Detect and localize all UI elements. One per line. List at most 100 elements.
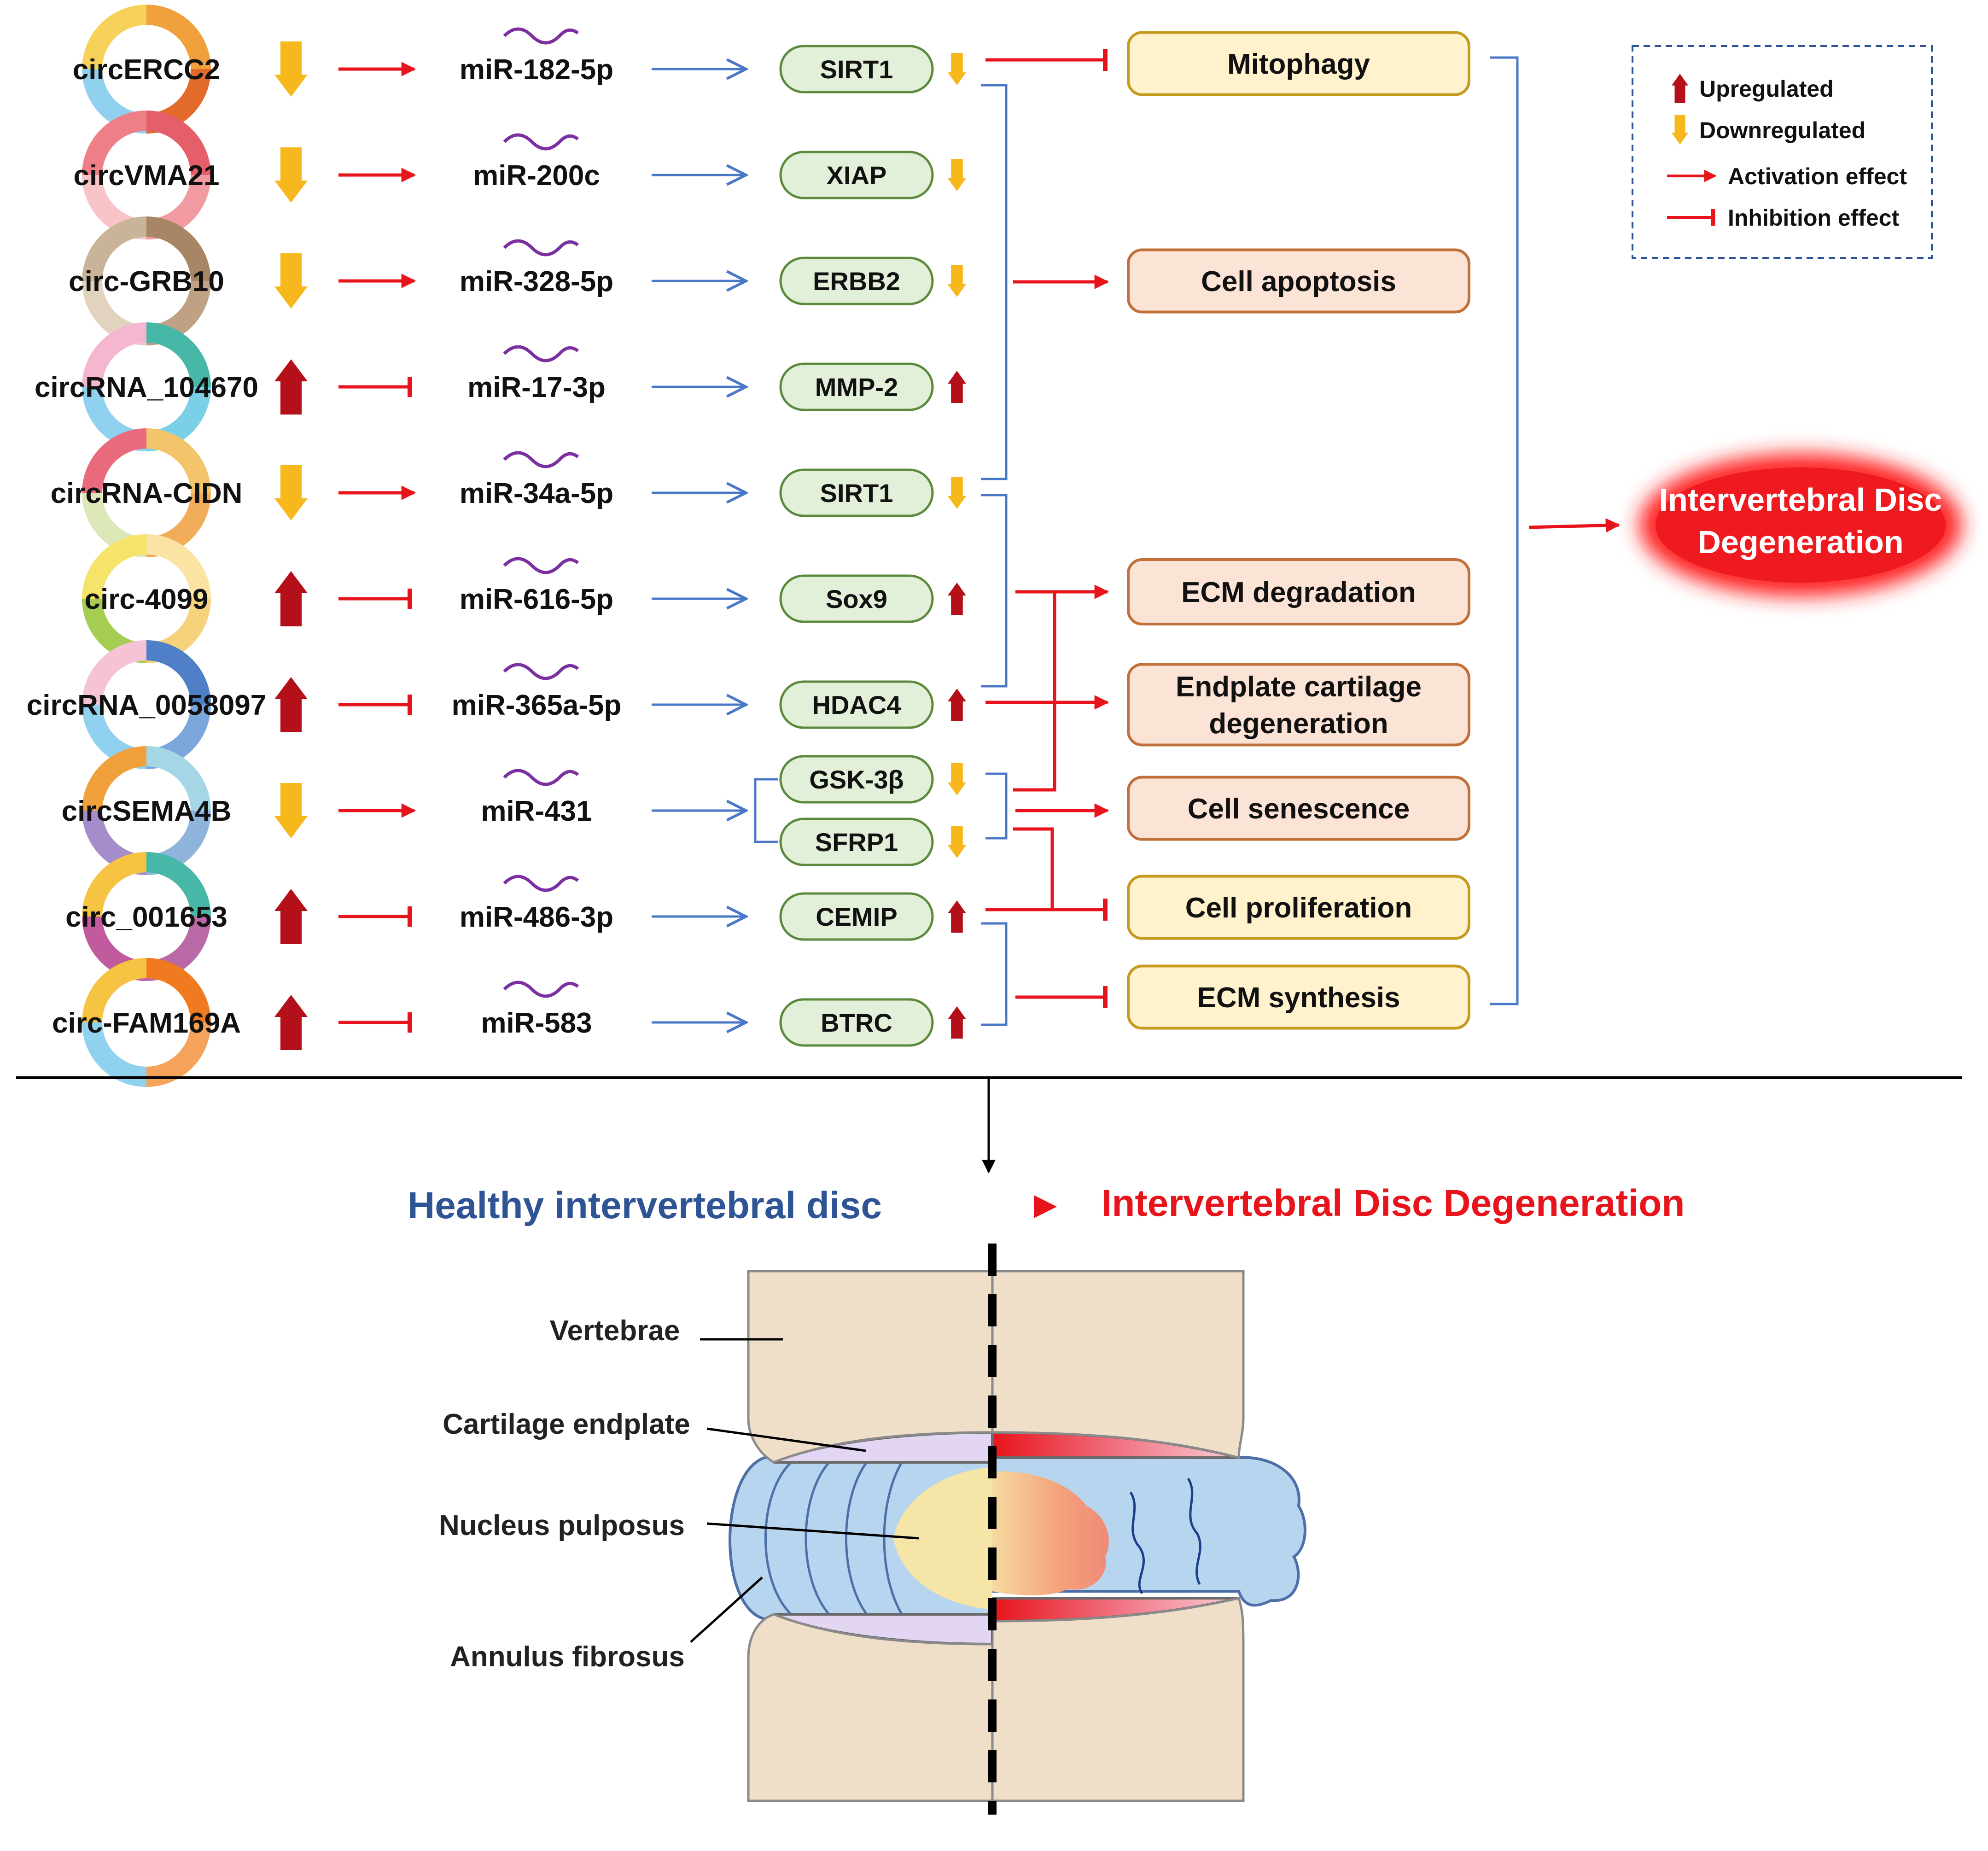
outcome-box bbox=[1127, 248, 1470, 314]
leader-annulus-fibrosus bbox=[690, 1577, 763, 1643]
outcome-box bbox=[1127, 776, 1470, 841]
target-gene-box bbox=[779, 680, 934, 729]
final-outcome-badge bbox=[1656, 467, 1946, 583]
outcome-label: Cell proliferation bbox=[1185, 892, 1412, 924]
final-outcome-label: Intervertebral Disc bbox=[1659, 482, 1942, 518]
label-nucleus-pulposus: Nucleus pulposus bbox=[439, 1510, 685, 1542]
legend-up-label: Upregulated bbox=[1699, 76, 1834, 102]
outcome-box bbox=[1127, 875, 1470, 940]
pathway-row-circ-fam169a: circ-FAM169A miR-583 BTRC bbox=[52, 958, 966, 1087]
target-gene-box bbox=[779, 45, 934, 93]
mirna-squiggle-icon bbox=[503, 133, 579, 151]
legend-down-label: Downregulated bbox=[1699, 117, 1866, 143]
mirna-name: miR-583 bbox=[481, 1007, 592, 1039]
leader-cartilage-endplate bbox=[706, 1427, 866, 1452]
target-gene-label: SIRT1 bbox=[820, 55, 893, 84]
circrna-ring-icon-segment bbox=[146, 428, 211, 493]
circrna-ring-icon-segment bbox=[146, 640, 211, 705]
mirna-squiggle-icon bbox=[503, 981, 579, 998]
mirna-squiggle-icon bbox=[503, 345, 579, 362]
upregulated-arrow-icon bbox=[274, 359, 308, 415]
target-down-arrow-icon bbox=[948, 159, 966, 191]
mirna-name: miR-17-3p bbox=[467, 372, 606, 403]
connector-brackets bbox=[981, 49, 1621, 1026]
final-activation-arrow bbox=[1528, 518, 1621, 533]
target-gene-box bbox=[779, 257, 934, 305]
target-gene-box bbox=[779, 755, 934, 804]
outcome-label: ECM synthesis bbox=[1197, 982, 1400, 1014]
degeneration-title: Intervertebral Disc Degeneration bbox=[1102, 1182, 1685, 1224]
ecm-gsk-connector bbox=[1013, 592, 1056, 792]
target-down-arrow-icon bbox=[948, 53, 966, 85]
downregulated-arrow-icon bbox=[274, 465, 308, 520]
circrna-name: circSEMA4B bbox=[62, 795, 232, 827]
disc-illustration bbox=[729, 1244, 1306, 1815]
mirna-name: miR-34a-5p bbox=[460, 478, 613, 509]
target-gene-box bbox=[779, 817, 934, 866]
mirna-squiggle-icon bbox=[503, 239, 579, 257]
target-down-arrow-icon bbox=[948, 477, 966, 509]
mirna-name: miR-200c bbox=[473, 160, 600, 192]
mirna-name: miR-365a-5p bbox=[452, 689, 622, 721]
circrna-name: circRNA-CIDN bbox=[51, 478, 243, 509]
target-gene-label: SIRT1 bbox=[820, 479, 893, 508]
mirna-name: miR-431 bbox=[481, 795, 592, 827]
pathway-row-circrna-cidn: circRNA-CIDN miR-34a-5p SIRT1 bbox=[51, 428, 966, 557]
target-up-arrow-icon bbox=[948, 1006, 966, 1039]
target-gene-label: BTRC bbox=[821, 1008, 892, 1037]
outcome-senescence: Cell senescence bbox=[1127, 776, 1470, 841]
mirna-squiggle-icon bbox=[503, 769, 579, 786]
circrna-ring-icon-segment bbox=[146, 322, 211, 387]
target-gene-label: MMP-2 bbox=[815, 373, 898, 402]
bracket-outcomes bbox=[1490, 56, 1519, 1005]
circrna-ring-icon-segment bbox=[82, 216, 147, 281]
target-gene-label: ERBB2 bbox=[813, 267, 900, 296]
circrna-name: circRNA_104670 bbox=[35, 372, 258, 403]
outcome-label: Mitophagy bbox=[1227, 48, 1370, 80]
mirna-name: miR-486-3p bbox=[460, 901, 613, 933]
circrna-ring-icon-segment bbox=[82, 640, 147, 705]
mirna-name: miR-182-5p bbox=[460, 54, 613, 86]
mirna-name: miR-616-5p bbox=[460, 584, 613, 615]
circrna-ring-icon-segment bbox=[146, 534, 211, 599]
downregulated-arrow-icon bbox=[274, 783, 308, 838]
mirna-squiggle-icon bbox=[503, 27, 579, 45]
circrna-ring-icon-segment bbox=[146, 852, 211, 917]
mirna-name: miR-328-5p bbox=[460, 266, 613, 298]
upregulated-arrow-icon bbox=[274, 571, 308, 626]
pathway-row-circ-grb10: circ-GRB10 miR-328-5p ERBB2 bbox=[69, 216, 966, 345]
outcome-box bbox=[1127, 663, 1470, 747]
target-gene-box bbox=[779, 468, 934, 517]
outcome-box bbox=[1127, 964, 1470, 1030]
target-gene-box bbox=[779, 892, 934, 941]
circrna-name: circERCC2 bbox=[73, 54, 220, 86]
target-up-arrow-icon bbox=[948, 900, 966, 933]
target-up-arrow-icon bbox=[948, 583, 966, 615]
circrna-ring-icon-segment bbox=[82, 958, 147, 1023]
circrna-name: circ-FAM169A bbox=[52, 1007, 241, 1039]
outcome-label: Cell senescence bbox=[1188, 793, 1410, 825]
sfrp1-proliferation-connector bbox=[1013, 827, 1054, 910]
healthy-disc-title: Healthy intervertebral disc bbox=[408, 1185, 882, 1226]
circrna-ring-icon-segment bbox=[146, 746, 211, 811]
pathway-row-circrna-104670: circRNA_104670 miR-17-3p MMP-2 bbox=[35, 322, 966, 451]
target-gene-label: SFRP1 bbox=[815, 828, 898, 857]
target-gene-label: CEMIP bbox=[816, 902, 897, 931]
circrna-ring-icon-segment bbox=[82, 852, 147, 917]
circrna-ring-icon bbox=[82, 958, 211, 1087]
outcome-label: ECM degradation bbox=[1181, 577, 1416, 608]
bracket-ecm bbox=[981, 494, 1008, 688]
leader-nucleus-pulposus bbox=[706, 1522, 919, 1540]
circrna-ring-icon-segment bbox=[146, 5, 211, 70]
upregulated-arrow-icon bbox=[274, 995, 308, 1050]
circrna-ring-icon-segment bbox=[146, 216, 211, 281]
circrna-ring-icon-segment bbox=[82, 322, 147, 387]
target-gene-label: GSK-3β bbox=[809, 765, 904, 794]
circrna-name: circ-GRB10 bbox=[69, 266, 224, 298]
label-vertebrae: Vertebrae bbox=[550, 1315, 680, 1347]
upregulated-arrow-icon bbox=[274, 677, 308, 732]
